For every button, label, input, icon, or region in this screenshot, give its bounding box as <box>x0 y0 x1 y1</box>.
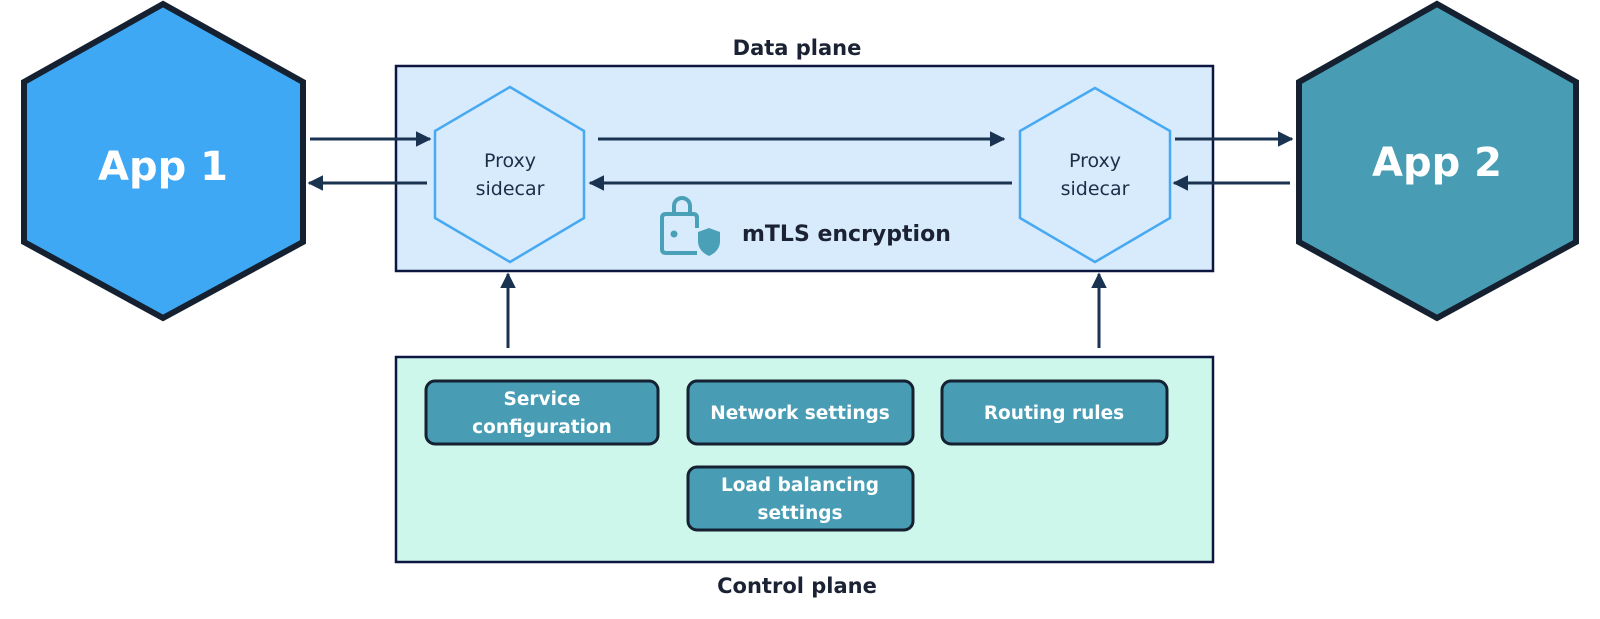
config-box-label: Network settings <box>710 403 890 424</box>
app1-label: App 1 <box>98 144 228 190</box>
config-box-label-line1: Load balancing <box>721 475 879 496</box>
proxy-left-hexagon <box>433 85 586 264</box>
config-box-label-line2: configuration <box>472 417 612 438</box>
proxy-sidecar-right[interactable]: Proxy sidecar <box>1018 86 1172 264</box>
proxy-left-label-line2: sidecar <box>476 178 545 200</box>
proxy-right-label-line1: Proxy <box>1069 150 1121 172</box>
app1-node[interactable]: App 1 <box>21 0 306 322</box>
proxy-sidecar-left[interactable]: Proxy sidecar <box>433 85 586 264</box>
proxy-right-hexagon <box>1018 86 1172 264</box>
config-box-label-line1: Service <box>504 389 581 410</box>
control-plane-title: Control plane <box>717 574 877 598</box>
app2-node[interactable]: App 2 <box>1296 0 1579 322</box>
app1-hexagon <box>21 0 306 322</box>
config-box-label: Routing rules <box>984 403 1124 424</box>
config-box-load-balancing-settings[interactable]: Load balancing settings <box>686 465 915 532</box>
data-plane-title: Data plane <box>733 36 862 60</box>
app2-label: App 2 <box>1372 140 1502 186</box>
app2-hexagon <box>1296 0 1579 322</box>
config-box-label-line2: settings <box>757 503 842 524</box>
proxy-right-label-line2: sidecar <box>1061 178 1130 200</box>
config-box-routing-rules[interactable]: Routing rules <box>940 379 1169 446</box>
config-box-service-configuration[interactable]: Service configuration <box>424 379 660 446</box>
lock-shield-icon <box>660 196 720 256</box>
config-box-network-settings[interactable]: Network settings <box>686 379 915 446</box>
proxy-left-label-line1: Proxy <box>484 150 536 172</box>
mtls-encryption-label: mTLS encryption <box>742 222 951 247</box>
